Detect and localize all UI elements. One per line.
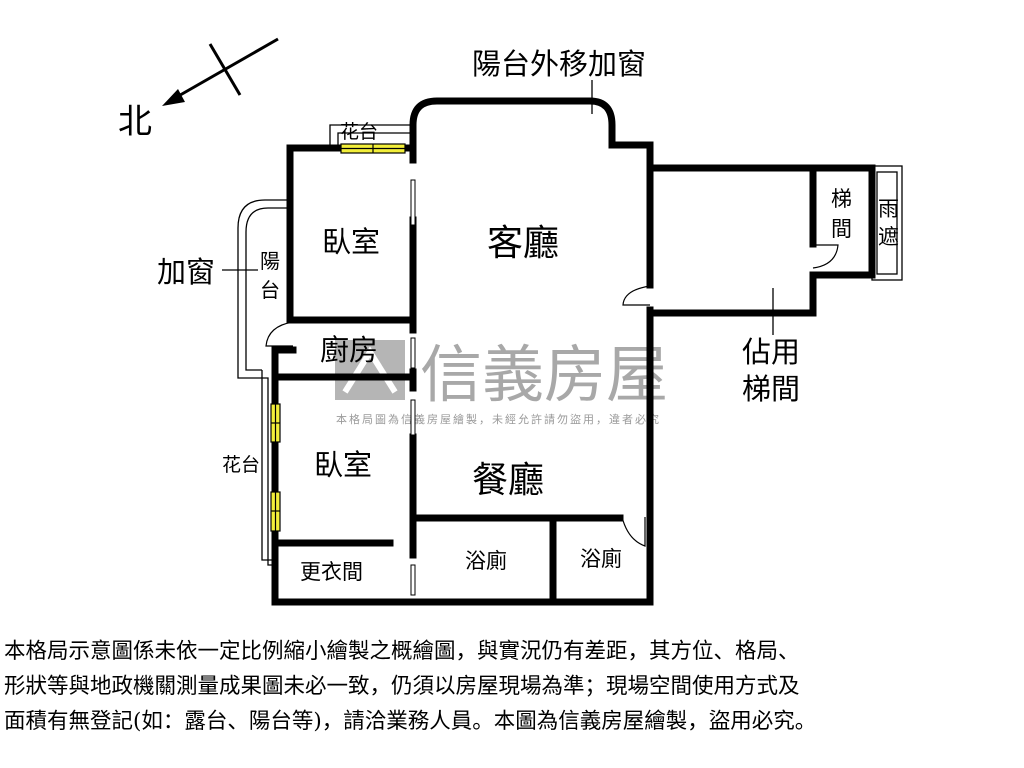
leader-lines (222, 80, 774, 335)
door-stairwell (812, 244, 839, 269)
bedroom-1-label: 臥室 (322, 225, 380, 259)
disclaimer-line: 本格局示意圖係未依一定比例縮小繪製之概繪圖，與實況仍有差距，其方位、格局、 (4, 639, 800, 664)
watermark: 信義房屋 本格局圖為信義房屋繪製，未經允許請勿盜用，違者必究 (335, 338, 668, 426)
planter-top-label: 花台 (340, 121, 378, 143)
sliding-doors (410, 179, 416, 596)
disclaimer: 本格局示意圖係未依一定比例縮小繪製之概繪圖，與實況仍有差距，其方位、格局、 形狀… (4, 634, 1024, 739)
watermark-brand: 信義房屋 (420, 338, 668, 411)
planter-side-label: 花台 (222, 454, 260, 476)
closet-label: 更衣間 (300, 560, 363, 584)
north-label: 北 (118, 102, 152, 142)
dining-room-label: 餐廳 (472, 460, 544, 501)
door-living-to-annex (622, 285, 651, 306)
occupied-stair-note-2: 梯間 (742, 372, 800, 406)
balcony-label-2: 台 (260, 278, 280, 302)
watermark-notice: 本格局圖為信義房屋繪製，未經允許請勿盜用，違者必究 (336, 412, 661, 426)
rain-shelter-label-1: 雨 (878, 197, 899, 221)
windows (270, 143, 406, 532)
stairwell-label-1: 梯 (831, 187, 852, 211)
bedroom-2-label: 臥室 (314, 448, 372, 482)
added-window-note: 加窗 (157, 255, 215, 289)
door-kitchen-balcony (265, 321, 294, 347)
living-room-label: 客廳 (487, 223, 559, 264)
door-bathroom (621, 516, 646, 547)
kitchen-label: 廚房 (320, 333, 378, 367)
disclaimer-line: 面積有無登記(如：露台、陽台等)，請洽業務人員。本圖為信義房屋繪製，盜用必究。 (4, 709, 817, 734)
north-arrow-icon (162, 37, 279, 106)
disclaimer-line: 形狀等與地政機關測量成果圖未必一致，仍須以房屋現場為準；現場空間使用方式及 (4, 674, 800, 699)
occupied-stair-note-1: 佔用 (742, 335, 800, 369)
balcony-label-1: 陽 (260, 249, 280, 273)
walls (271, 97, 876, 606)
rain-shelter-label-2: 遮 (878, 225, 899, 249)
swing-doors (265, 244, 839, 547)
bathroom-2-label: 浴廁 (580, 547, 622, 571)
bathroom-1-label: 浴廁 (465, 549, 507, 573)
balcony-extension-note: 陽台外移加窗 (472, 47, 646, 81)
stairwell-label-2: 間 (831, 217, 852, 241)
